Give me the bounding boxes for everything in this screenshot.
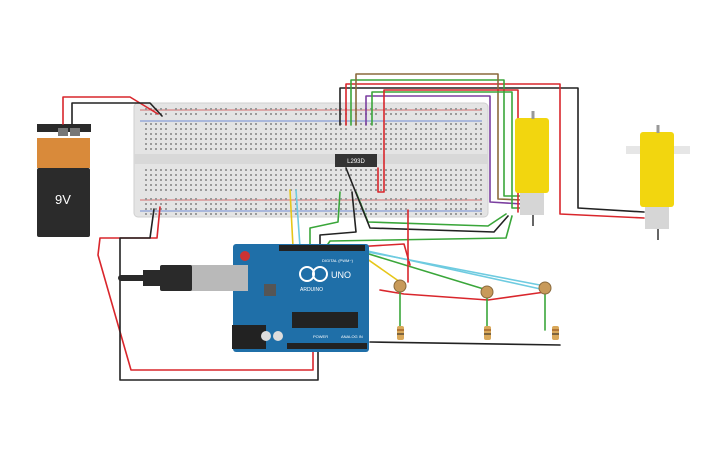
battery-label: 9V (55, 192, 71, 207)
reset-button[interactable] (240, 251, 250, 261)
arduino-uno[interactable]: ARDUINO UNO DIGITAL (PWM~) POWER ANALOG … (190, 244, 369, 352)
digital-pins-label: DIGITAL (PWM~) (322, 258, 354, 263)
photoresistor-3[interactable] (538, 281, 552, 295)
motor-driver-chip[interactable]: L293D (335, 154, 377, 167)
atmega-chip (292, 312, 358, 328)
power-jack (232, 325, 266, 349)
arduino-model: UNO (331, 270, 351, 280)
resistor-3[interactable] (552, 326, 559, 340)
analog-pins-label: ANALOG IN (341, 334, 363, 339)
arduino-brand: ARDUINO (300, 287, 323, 293)
breadboard[interactable] (133, 102, 489, 218)
usb-port (190, 265, 248, 291)
photoresistor-1[interactable] (393, 279, 407, 293)
photoresistor-2[interactable] (480, 285, 494, 299)
usb-cable[interactable] (118, 265, 192, 291)
dc-motor-2[interactable] (626, 125, 690, 240)
resistor-2[interactable] (484, 326, 491, 340)
breadboard-holes (145, 108, 482, 215)
battery-9v[interactable]: 9V (37, 124, 91, 237)
driver-chip-label: L293D (347, 159, 365, 165)
dc-motor-1[interactable] (515, 111, 549, 226)
power-pins-label: POWER (313, 334, 328, 339)
resistor-1[interactable] (397, 326, 404, 340)
